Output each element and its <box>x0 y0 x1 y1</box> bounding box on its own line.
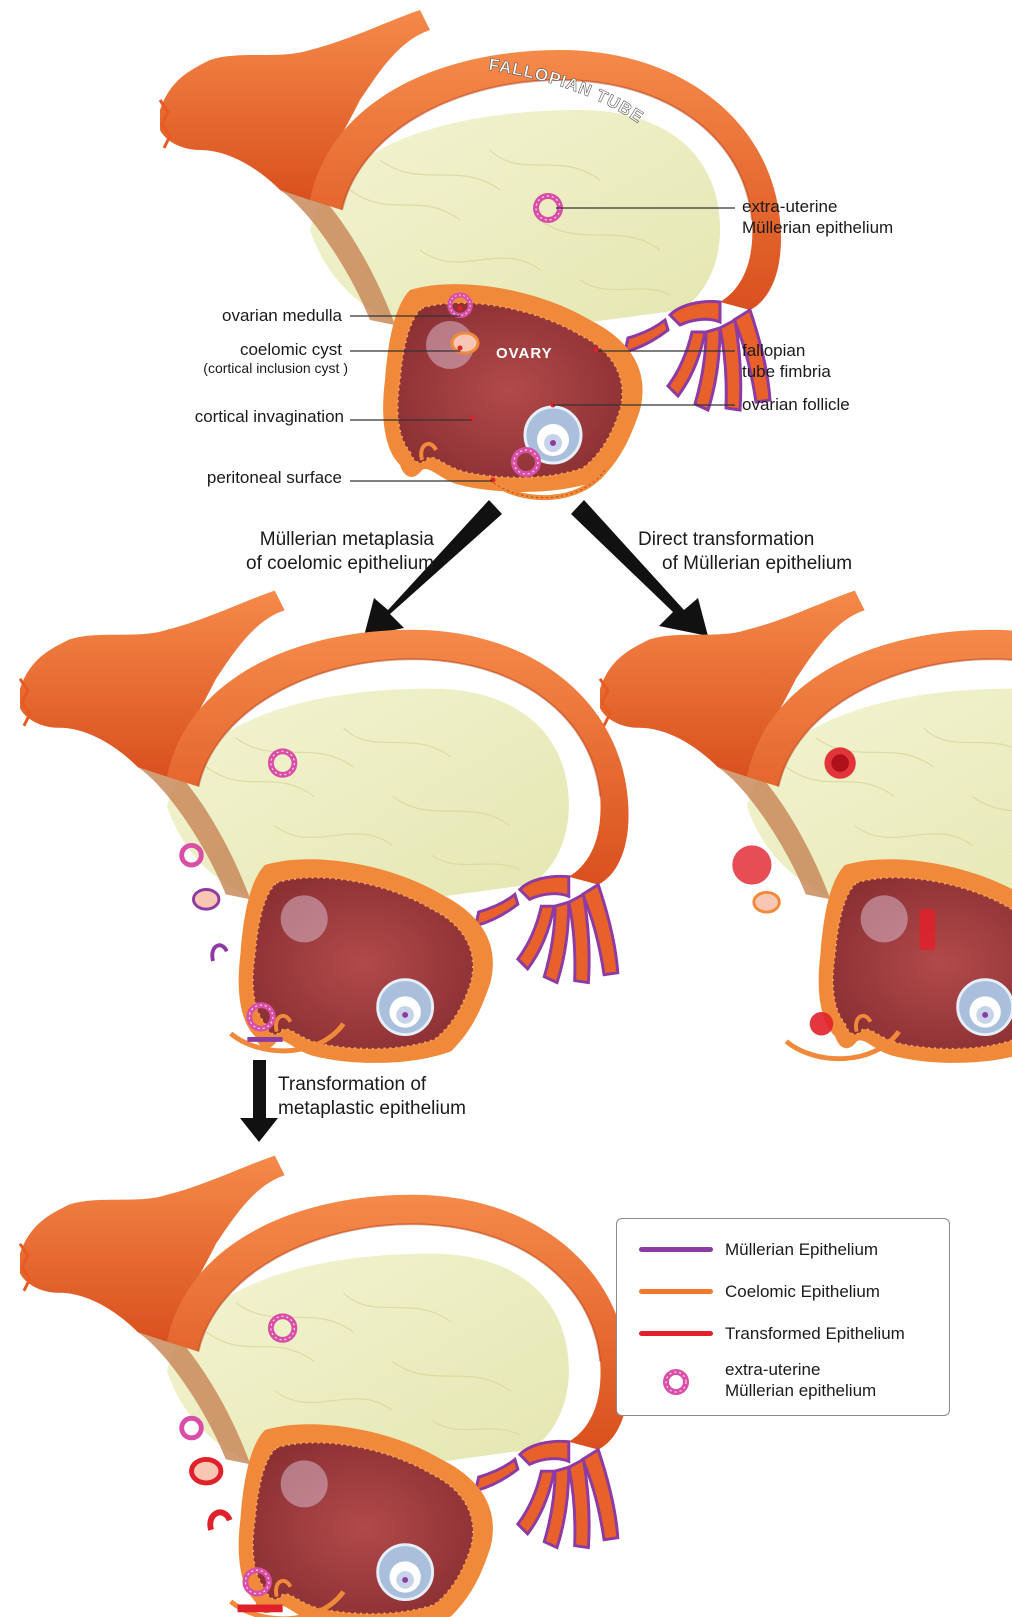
direct-transformation-anatomy <box>600 591 1012 1063</box>
extra-uterine-label: extra-uterine Müllerian epithelium <box>742 196 893 238</box>
transformation-caption: Transformation of metaplastic epithelium <box>278 1073 466 1121</box>
fimbria-line1: fallopian <box>742 340 831 361</box>
transformed-swatch <box>639 1331 713 1336</box>
ovary-label: OVARY <box>496 345 553 362</box>
metaplastic-transformation-anatomy <box>20 1156 629 1617</box>
ring-line1: extra-uterine <box>725 1359 876 1380</box>
cortical-invagination-label: cortical invagination <box>195 406 344 427</box>
direct-line2: of Müllerian epithelium <box>638 552 852 576</box>
fimbria-label: fallopian tube fimbria <box>742 340 831 382</box>
ring-line2: Müllerian epithelium <box>725 1380 876 1401</box>
mullerian-swatch <box>639 1247 713 1252</box>
ovarian-medulla-label: ovarian medulla <box>222 305 342 326</box>
legend-item-transformed: Transformed Epithelium <box>617 1319 949 1349</box>
coelomic-swatch <box>639 1289 713 1294</box>
extra-uterine-line1: extra-uterine <box>742 196 893 217</box>
ring-icon <box>661 1367 691 1397</box>
metaplasia-line2: of coelomic epithelium <box>246 552 434 576</box>
direct-line1: Direct transformation <box>638 528 852 552</box>
legend-item-coelomic: Coelomic Epithelium <box>617 1277 949 1307</box>
fimbria-line2: tube fimbria <box>742 361 831 382</box>
peritoneal-surface-label: peritoneal surface <box>207 467 342 488</box>
transformation-line2: metaplastic epithelium <box>278 1097 466 1121</box>
ovarian-follicle-label: ovarian follicle <box>742 394 850 415</box>
coelomic-cyst-label: coelomic cyst <box>240 339 342 360</box>
transformation-line1: Transformation of <box>278 1073 466 1097</box>
metaplasia-anatomy <box>20 591 629 1063</box>
legend-label: Coelomic Epithelium <box>725 1281 880 1302</box>
legend-label-ring: extra-uterine Müllerian epithelium <box>725 1359 876 1401</box>
extra-uterine-line2: Müllerian epithelium <box>742 217 893 238</box>
legend-label: Transformed Epithelium <box>725 1323 905 1344</box>
legend: Müllerian Epithelium Coelomic Epithelium… <box>616 1218 950 1416</box>
direct-caption: Direct transformation of Müllerian epith… <box>638 528 852 576</box>
coelomic-cyst-note: (cortical inclusion cyst ) <box>203 360 348 377</box>
metaplasia-line1: Müllerian metaplasia <box>246 528 434 552</box>
legend-label: Müllerian Epithelium <box>725 1239 878 1260</box>
legend-item-mullerian: Müllerian Epithelium <box>617 1235 949 1265</box>
metaplasia-caption: Müllerian metaplasia of coelomic epithel… <box>246 528 434 576</box>
legend-item-ring: extra-uterine Müllerian epithelium <box>617 1359 949 1409</box>
